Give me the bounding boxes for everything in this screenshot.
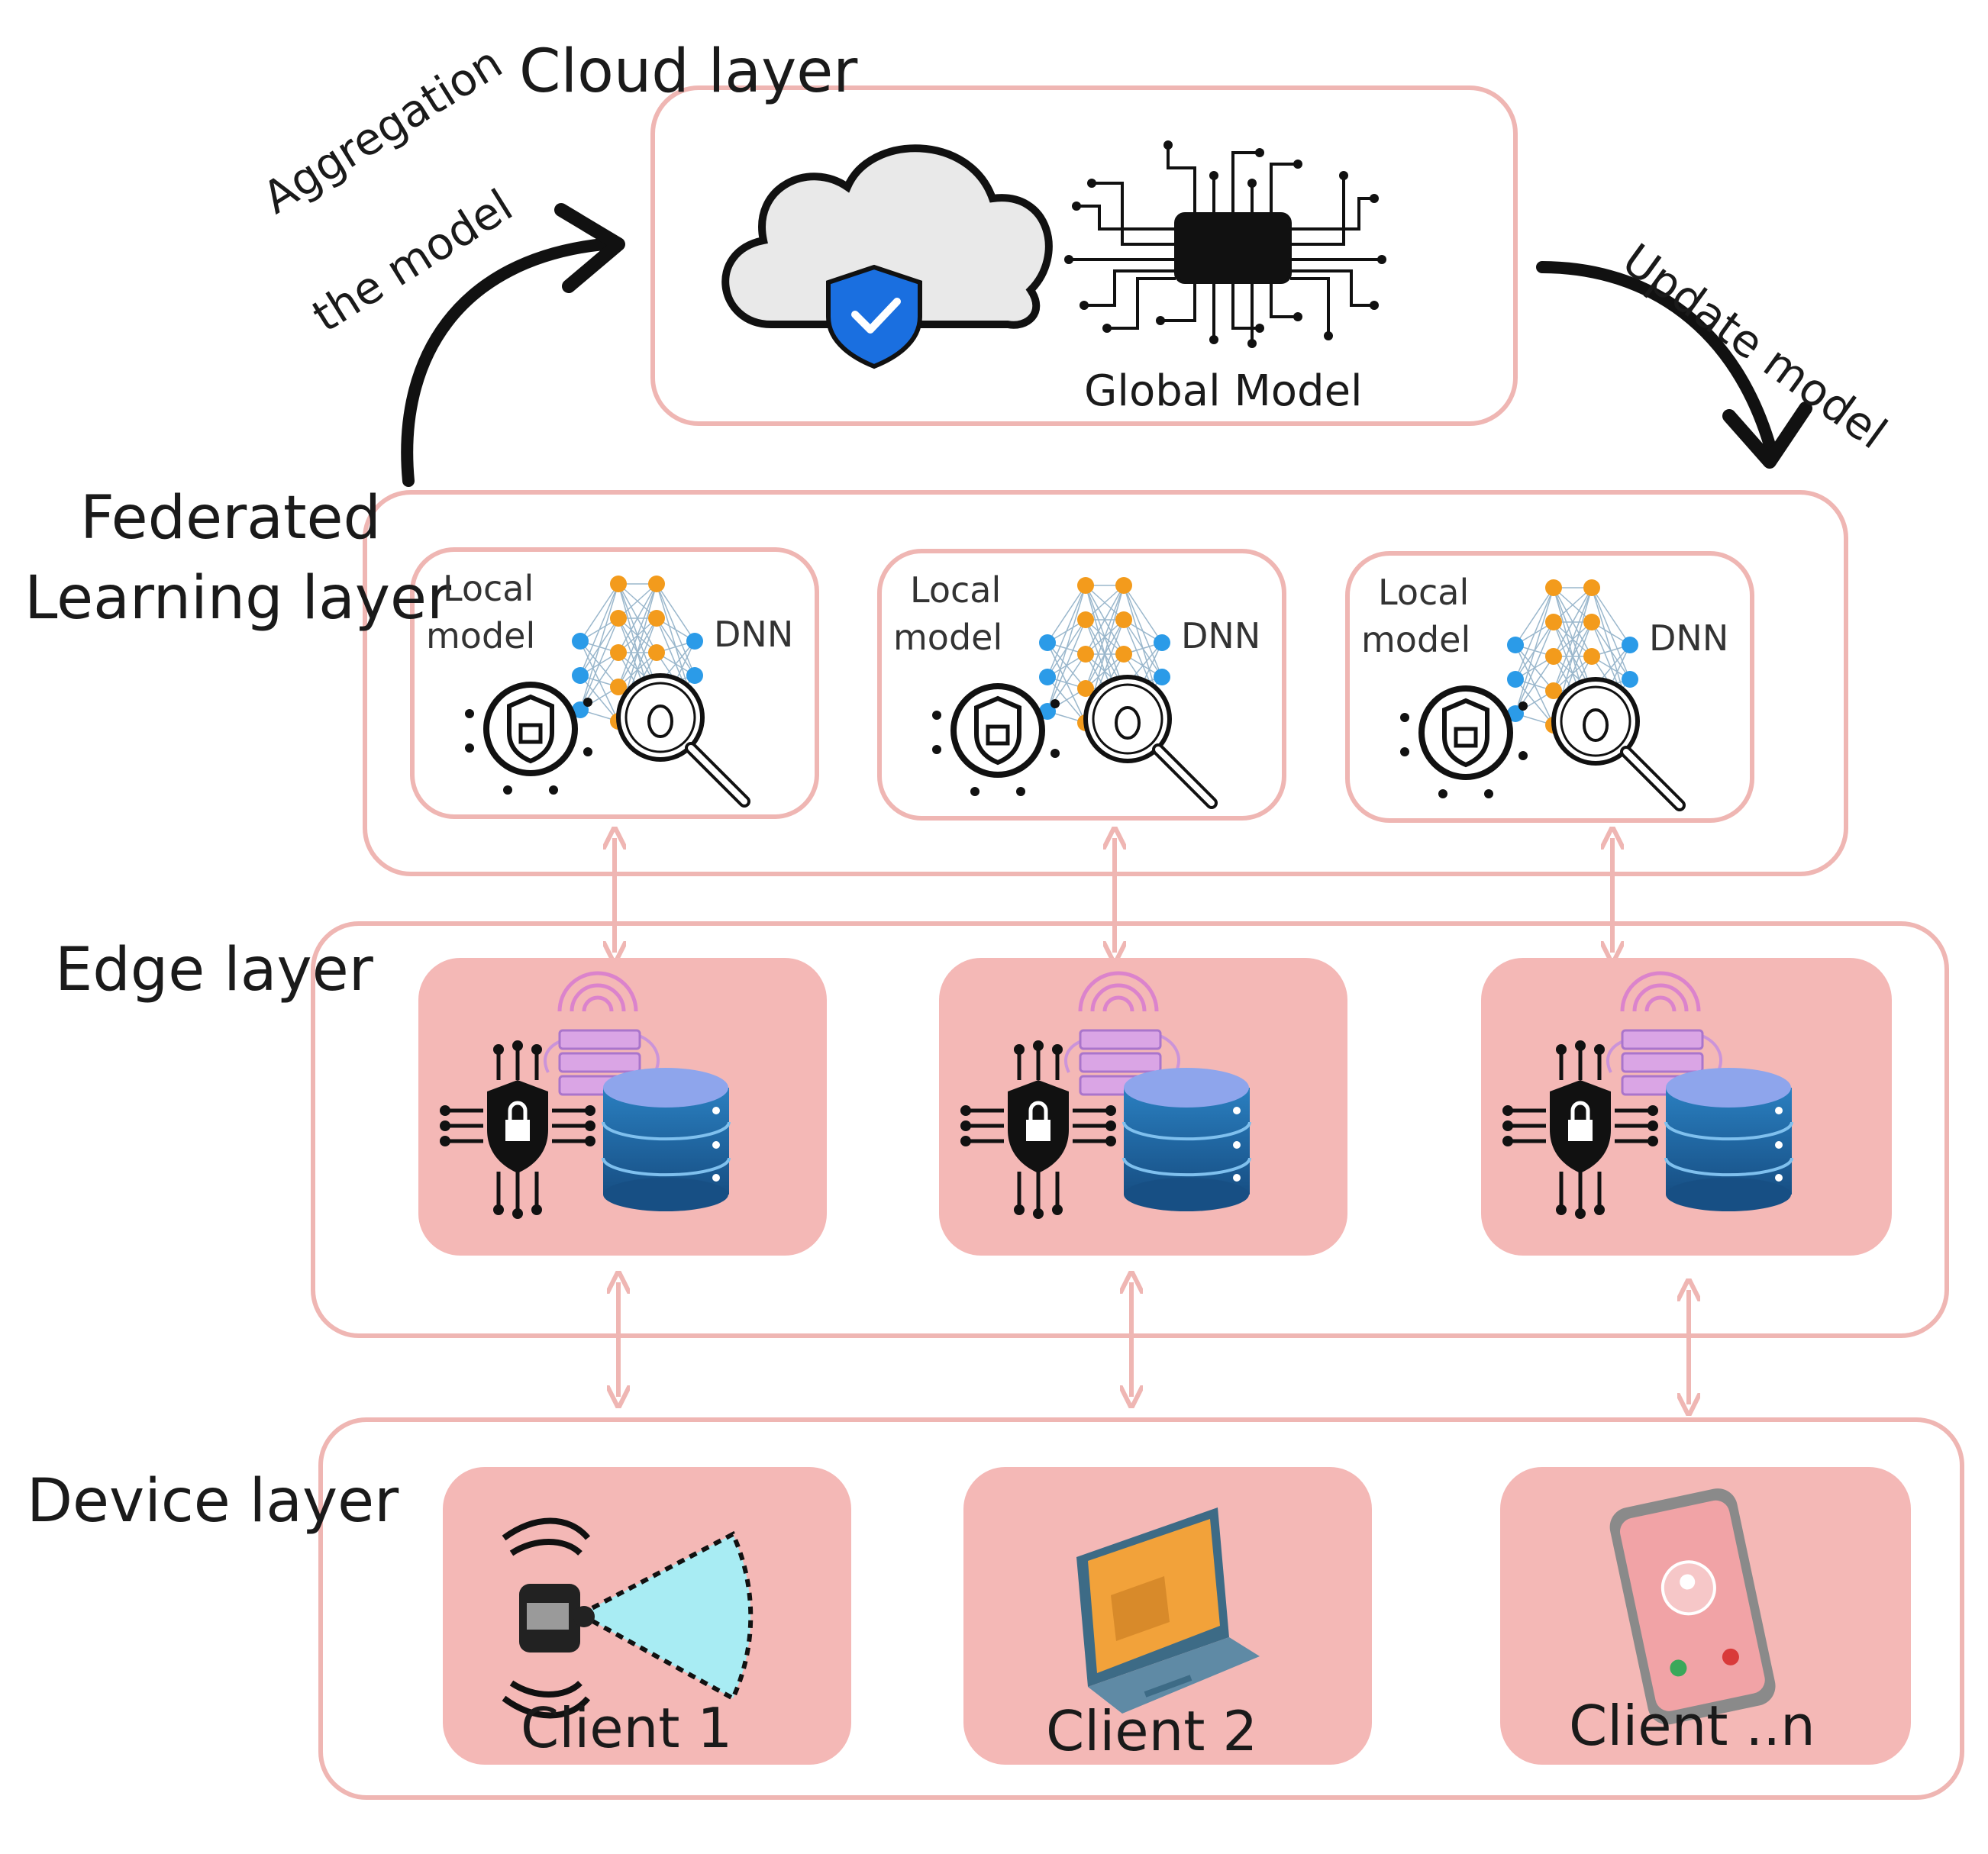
bug-magnifier-icon	[616, 673, 750, 808]
client-label-3: Client ..n	[1569, 1694, 1815, 1758]
shield-lock-circuit-icon	[465, 682, 592, 795]
edge-layer-title: Edge layer	[55, 936, 373, 1004]
edge-device-links	[618, 1282, 1689, 1404]
local-model-label-line1: Local	[443, 568, 534, 609]
global-model-label: Global Model	[1084, 366, 1363, 416]
shield-lock-network-icon	[1502, 1040, 1658, 1219]
shield-lock-circuit-icon	[1400, 685, 1528, 798]
aggregation-arrow	[401, 238, 609, 487]
security-camera-icon	[502, 1517, 754, 1719]
shield-lock-circuit-icon	[932, 683, 1060, 796]
bug-magnifier-icon	[1083, 675, 1218, 809]
global-model-chip-icon	[1064, 140, 1386, 348]
database-icon	[1664, 1068, 1793, 1211]
laptop-icon	[1076, 1507, 1260, 1714]
dnn-label: DNN	[1649, 617, 1729, 659]
shield-lock-network-icon	[960, 1040, 1116, 1219]
local-model-label-line1: Local	[1378, 572, 1470, 613]
local-model-node-3	[1345, 551, 1754, 823]
local-model-label-line1: Local	[910, 569, 1002, 611]
wifi-server-icon	[1606, 971, 1722, 1096]
local-model-label-line2: model	[893, 617, 1003, 658]
federated-layer-title-line1: Federated	[80, 484, 382, 553]
edge-server-node-3	[1481, 958, 1892, 1256]
secure-cloud-icon	[721, 144, 1053, 369]
aggregation-arrowhead	[554, 203, 625, 293]
local-model-node-1	[410, 547, 819, 819]
client-label-2: Client 2	[1046, 1699, 1258, 1763]
edge-server-node-2	[939, 958, 1347, 1256]
cloud-layer-box	[650, 85, 1518, 426]
dnn-label: DNN	[1181, 615, 1261, 656]
federated-layer-title-line2: Learning layer	[24, 564, 452, 633]
client-label-1: Client 1	[521, 1696, 733, 1760]
update-arrowhead	[1722, 401, 1812, 469]
device-layer-box	[318, 1417, 1964, 1800]
database-icon	[602, 1068, 731, 1211]
smartphone-icon	[1609, 1488, 1776, 1725]
device-layer-title: Device layer	[27, 1467, 399, 1536]
fl-edge-links	[615, 838, 1612, 953]
bug-magnifier-icon	[1551, 677, 1686, 811]
cloud-layer-title: Cloud layer	[519, 37, 858, 106]
shield-lock-network-icon	[440, 1040, 595, 1219]
update-arrow	[1536, 261, 1777, 456]
dnn-label: DNN	[714, 614, 794, 655]
local-model-node-2	[877, 549, 1286, 821]
local-model-label-line2: model	[1361, 619, 1471, 660]
database-icon	[1122, 1068, 1251, 1211]
local-model-label-line2: model	[426, 615, 536, 656]
edge-server-node-1	[418, 958, 827, 1256]
